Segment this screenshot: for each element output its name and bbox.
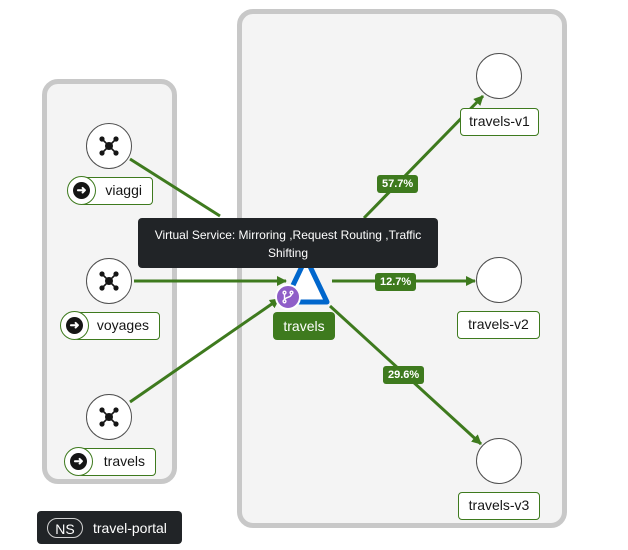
travels-v1-label[interactable]: travels-v1 [460, 108, 539, 136]
travels-source-node[interactable] [86, 394, 132, 440]
travels-service-label[interactable]: travels [273, 312, 335, 340]
travels-v3-node[interactable] [476, 438, 522, 484]
travels-v2-label-text: travels-v2 [468, 316, 529, 332]
travels-v2-node[interactable] [476, 257, 522, 303]
namespace-box-label[interactable]: NS travel-portal [37, 511, 182, 544]
workload-icon [99, 407, 119, 427]
travels-v3-label[interactable]: travels-v3 [458, 492, 540, 520]
arrow-right-icon: ➜ [70, 453, 87, 470]
travels-v3-label-text: travels-v3 [468, 497, 530, 513]
voyages-node[interactable] [86, 258, 132, 304]
voyages-label[interactable]: voyages [74, 312, 160, 340]
workload-icon [99, 271, 119, 291]
edge-label-v3[interactable]: 29.6% [383, 366, 425, 384]
virtual-service-tooltip: Virtual Service: Mirroring ,Request Rout… [138, 218, 438, 268]
edge-label-v2[interactable]: 12.7% [375, 273, 417, 291]
arrow-right-icon: ➜ [66, 317, 83, 334]
edge-label-v1[interactable]: 57.7% [377, 175, 419, 193]
edge-viaggi-to-travels[interactable] [129, 157, 221, 218]
travels-v1-label-text: travels-v1 [469, 113, 530, 129]
voyages-label-text: voyages [96, 317, 149, 333]
namespace-name: travel-portal [93, 519, 167, 536]
travels-v1-node[interactable] [476, 53, 522, 99]
travels-source-root-badge: ➜ [64, 447, 93, 476]
workload-icon [99, 136, 119, 156]
viaggi-label-text: viaggi [105, 182, 142, 198]
viaggi-root-badge: ➜ [67, 176, 96, 205]
branch-icon [282, 290, 294, 304]
viaggi-node[interactable] [86, 123, 132, 169]
travels-v2-label[interactable]: travels-v2 [457, 311, 540, 339]
travels-source-label-text: travels [103, 453, 145, 469]
edge-travels-to-travels[interactable] [129, 297, 280, 404]
virtual-service-badge[interactable] [275, 284, 301, 310]
arrow-right-icon: ➜ [73, 182, 90, 199]
voyages-root-badge: ➜ [60, 311, 89, 340]
namespace-tag: NS [47, 517, 83, 538]
